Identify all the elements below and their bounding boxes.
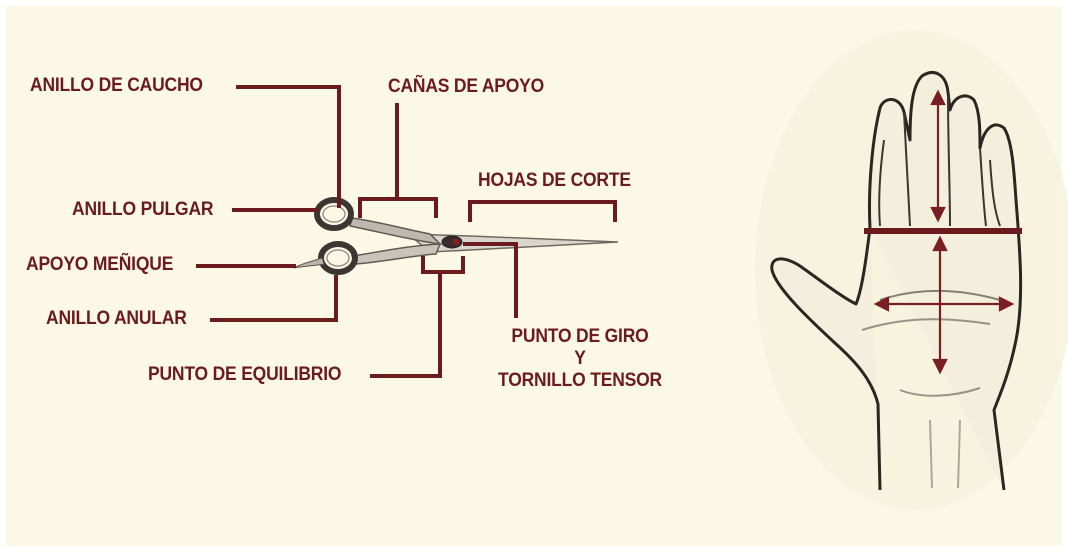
palm-cross-arrows <box>873 235 1015 375</box>
label-apoyo-menique: APOYO MEÑIQUE <box>26 254 174 275</box>
leader-punto-giro <box>463 242 518 318</box>
bracket-punto-equilibrio <box>421 256 465 274</box>
hand-illustration <box>755 30 1068 510</box>
leader-punto-equilibrio <box>370 272 442 378</box>
label-hojas-corte: HOJAS DE CORTE <box>478 170 631 191</box>
leader-anillo-anular <box>210 275 338 322</box>
label-canas-apoyo: CAÑAS DE APOYO <box>388 76 545 97</box>
scissors-illustration <box>293 197 619 275</box>
label-tornillo-tensor: TORNILLO TENSOR <box>498 370 662 391</box>
label-anillo-pulgar: ANILLO PULGAR <box>72 199 214 220</box>
label-anillo-caucho: ANILLO DE CAUCHO <box>30 75 203 96</box>
label-punto-giro: PUNTO DE GIRO <box>511 326 649 347</box>
leader-anillo-caucho <box>236 85 341 208</box>
label-anillo-anular: ANILLO ANULAR <box>46 308 187 329</box>
finger-length-arrow <box>930 89 946 223</box>
label-punto-giro-y: Y <box>574 348 586 369</box>
bracket-hojas-corte <box>468 200 617 222</box>
label-punto-equilibrio: PUNTO DE EQUILIBRIO <box>148 364 342 385</box>
callout-lines <box>196 85 617 378</box>
bracket-canas-apoyo <box>358 197 438 218</box>
